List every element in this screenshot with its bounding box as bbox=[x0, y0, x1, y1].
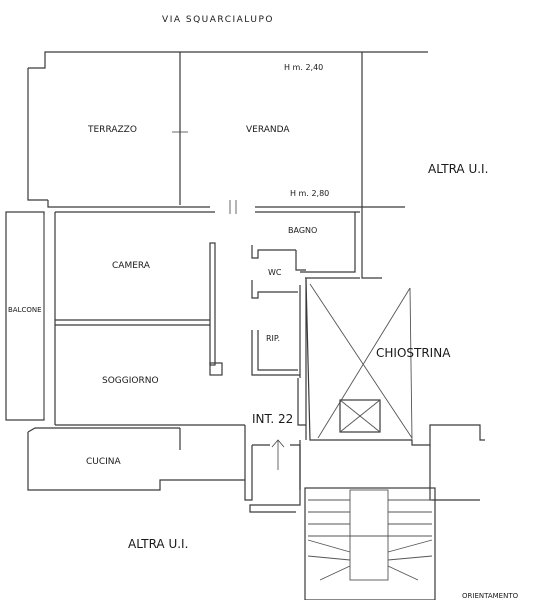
room-soggiorno-label: SOGGIORNO bbox=[102, 376, 159, 386]
room-terrazzo-label: TERRAZZO bbox=[87, 125, 137, 135]
balcony bbox=[5, 211, 45, 421]
courtyard bbox=[305, 279, 413, 441]
room-bagno-label: BAGNO bbox=[288, 226, 317, 235]
room-camera-label: CAMERA bbox=[112, 261, 151, 271]
room-balcone-label: BALCONE bbox=[8, 306, 42, 314]
service-rooms bbox=[251, 245, 307, 440]
room-chiostrina-label: CHIOSTRINA bbox=[376, 346, 451, 360]
room-wc-label: WC bbox=[268, 268, 282, 277]
outer-walls bbox=[27, 51, 428, 425]
room-cucina-label: CUCINA bbox=[86, 457, 122, 467]
height-upper-label: H m. 2,40 bbox=[284, 63, 323, 72]
apartment-label: INT. 22 bbox=[252, 412, 293, 426]
neighbor-walls bbox=[411, 424, 485, 501]
stairwell bbox=[304, 487, 436, 600]
room-veranda-label: VERANDA bbox=[246, 125, 290, 135]
orientation-label: ORIENTAMENTO bbox=[462, 592, 519, 600]
neighbor-bottom-label: ALTRA U.I. bbox=[128, 537, 188, 551]
room-rip-label: RIP. bbox=[266, 334, 280, 343]
kitchen-entrance bbox=[27, 425, 301, 513]
living-rooms bbox=[55, 242, 245, 426]
street-label: VIA SQUARCIALUPO bbox=[162, 15, 274, 25]
height-lower-label: H m. 2,80 bbox=[290, 189, 329, 198]
neighbor-right-label: ALTRA U.I. bbox=[428, 162, 488, 176]
door-marks bbox=[172, 131, 237, 214]
